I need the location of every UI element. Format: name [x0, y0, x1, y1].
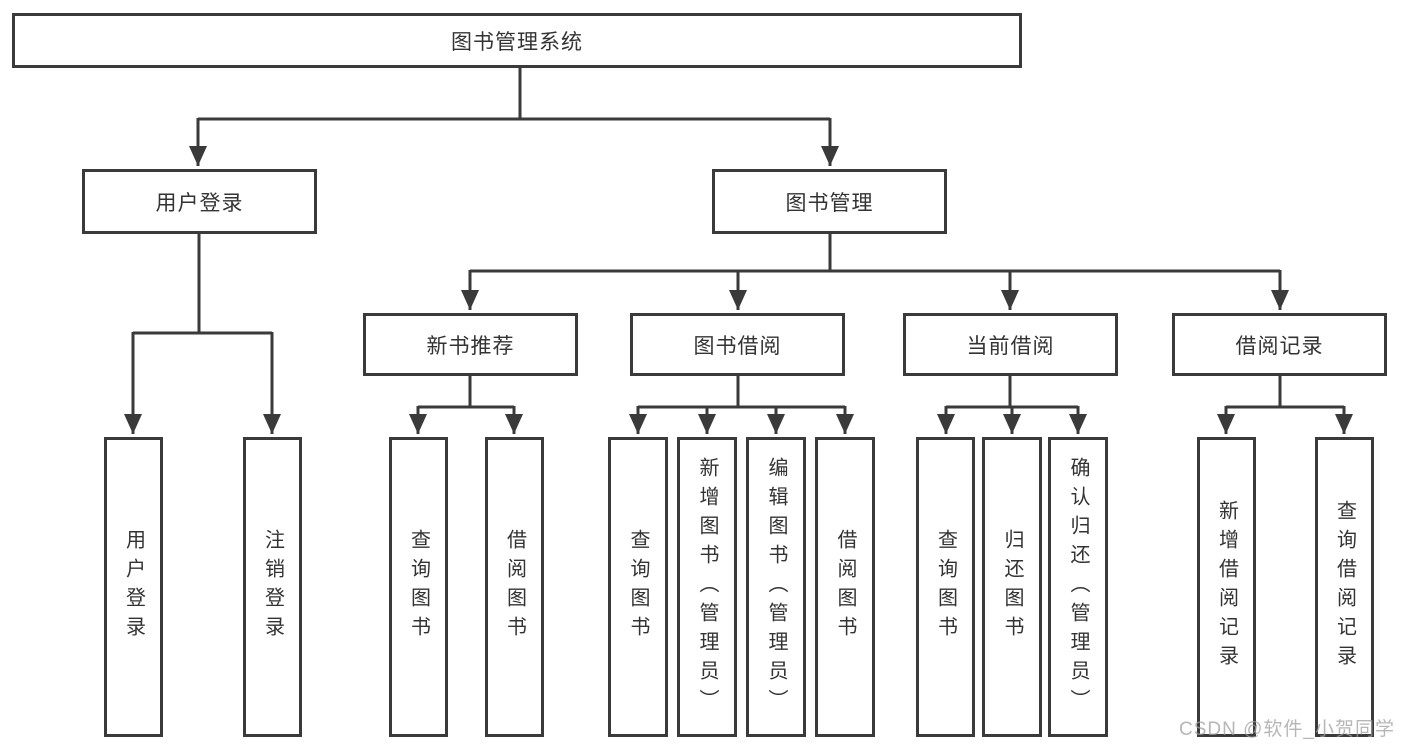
node-user-login: 用户登录	[82, 169, 317, 234]
leaf-current-query-books: 查询图书	[916, 437, 975, 737]
node-root: 图书管理系统	[12, 13, 1022, 68]
leaf-borrow-borrow-books: 借阅图书	[815, 437, 875, 737]
leaf-newrec-query-books: 查询图书	[389, 437, 448, 737]
leaf-logout: 注销登录	[243, 437, 302, 737]
node-current-borrowing: 当前借阅	[903, 313, 1118, 376]
leaf-user-login: 用户登录	[104, 437, 163, 737]
watermark: CSDN @软件_小贺同学	[1179, 719, 1395, 740]
leaf-borrow-edit-books-admin: 编辑图书（管理员）	[746, 437, 806, 737]
leaf-records-query-record: 查询借阅记录	[1315, 437, 1374, 737]
leaf-current-return-books: 归还图书	[982, 437, 1042, 737]
node-new-book-recommend: 新书推荐	[363, 313, 578, 376]
leaf-borrow-query-books: 查询图书	[608, 437, 668, 737]
node-borrowing-records: 借阅记录	[1172, 313, 1387, 376]
leaf-borrow-add-books-admin: 新增图书（管理员）	[677, 437, 737, 737]
leaf-records-add-record: 新增借阅记录	[1197, 437, 1256, 737]
leaf-newrec-borrow-books: 借阅图书	[485, 437, 544, 737]
leaf-current-confirm-return-admin: 确认归还（管理员）	[1048, 437, 1108, 737]
node-book-management: 图书管理	[712, 169, 947, 234]
node-book-borrowing: 图书借阅	[630, 313, 845, 376]
